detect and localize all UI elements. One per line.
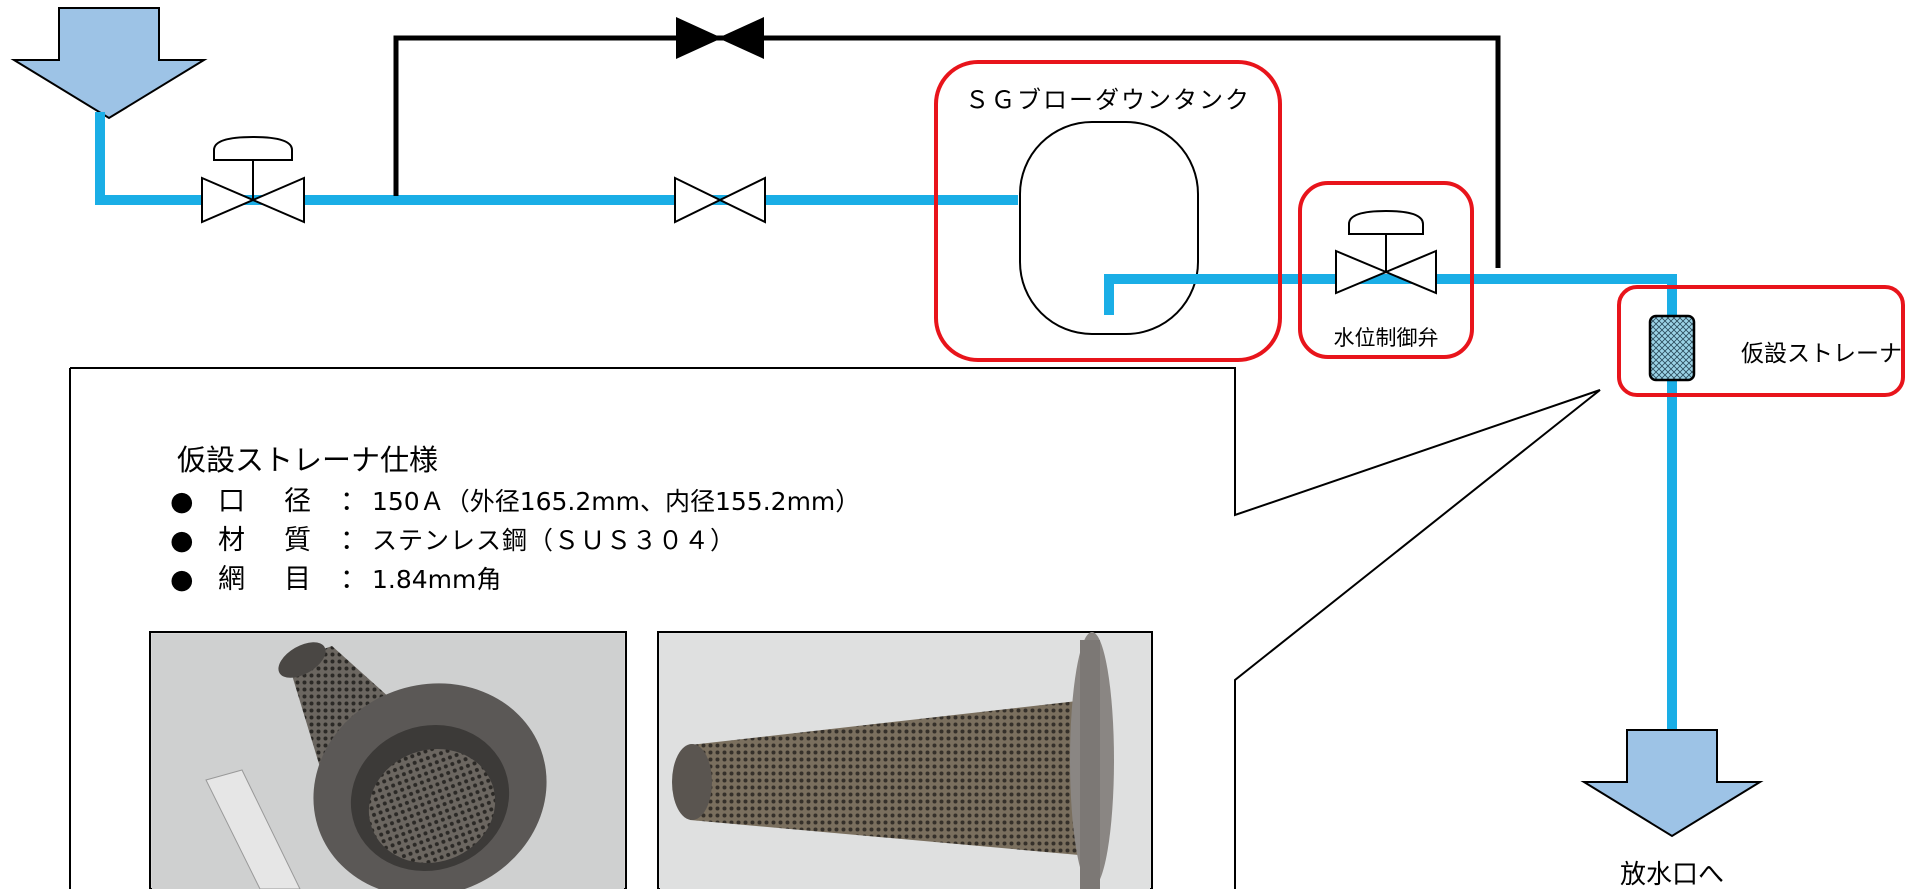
callout-box <box>70 367 1601 889</box>
strainer-photo-front <box>149 631 627 889</box>
strainer-icon <box>1648 314 1696 382</box>
spec-key: 網 目 <box>218 564 317 595</box>
spec-value: ステンレス鋼（ＳＵＳ３０４） <box>372 526 736 555</box>
main-valve-icon <box>674 176 766 224</box>
level-control-valve-icon <box>1335 209 1437 295</box>
spec-value: 1.84mm角 <box>372 565 501 594</box>
spec-row: ● 材 質 ： ステンレス鋼（ＳＵＳ３０４） <box>170 525 736 556</box>
spec-sep: ： <box>340 486 367 517</box>
outlet-arrow <box>1580 729 1764 838</box>
inlet-control-valve-icon <box>201 135 305 224</box>
spec-sep: ： <box>340 564 367 595</box>
inlet-arrow <box>10 7 208 120</box>
spec-row: ● 口 径 ： 150Ａ（外径165.2mm、内径155.2mm） <box>170 486 860 517</box>
strainer-highlight <box>1617 285 1905 397</box>
spec-title: 仮設ストレーナ仕様 <box>177 443 438 477</box>
bypass-valve-icon <box>676 17 764 59</box>
spec-key: 材 質 <box>218 525 317 556</box>
tank-label: ＳＧブローダウンタンク <box>965 86 1251 114</box>
level-valve-highlight <box>1298 181 1474 359</box>
outlet-label: 放水口へ <box>1620 860 1724 889</box>
strainer-photo-side <box>657 631 1153 889</box>
level-valve-label: 水位制御弁 <box>1334 326 1439 350</box>
spec-key: 口 径 <box>218 486 317 517</box>
spec-sep: ： <box>340 525 367 556</box>
bypass-line <box>393 35 1501 268</box>
spec-row: ● 網 目 ： 1.84mm角 <box>170 564 501 595</box>
strainer-label: 仮設ストレーナ <box>1741 341 1902 367</box>
spec-value: 150Ａ（外径165.2mm、内径155.2mm） <box>372 487 860 516</box>
spec-bullet: ● <box>170 525 194 556</box>
spec-bullet: ● <box>170 564 194 595</box>
tank-outlet-pipe <box>1104 274 1205 315</box>
spec-bullet: ● <box>170 486 194 517</box>
tank-highlight <box>934 60 1282 362</box>
